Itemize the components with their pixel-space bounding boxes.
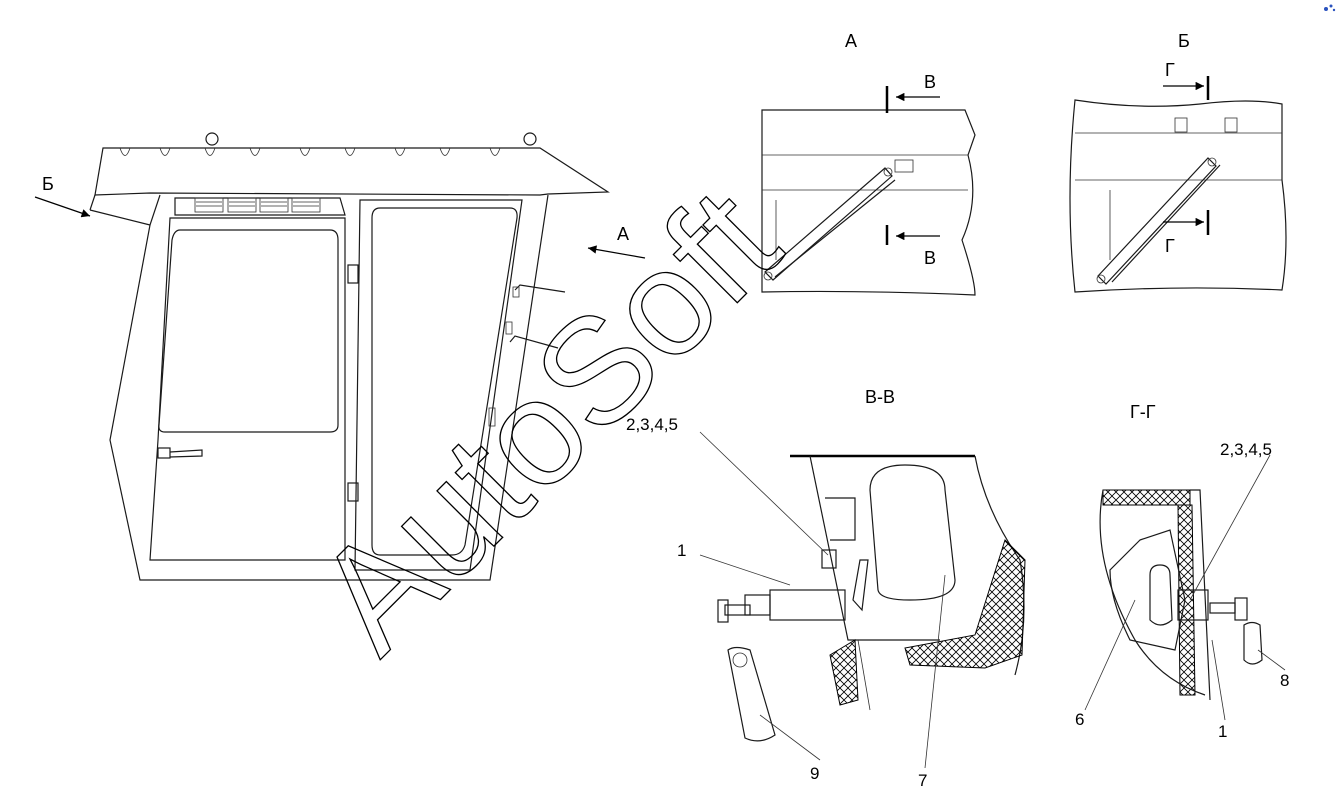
callout-gg-1: 1 [1218, 722, 1227, 741]
view-b-drawing [1069, 76, 1287, 293]
cab-main-view [34, 132, 646, 581]
section-gg-drawing [1084, 454, 1286, 721]
callout-gg-8: 8 [1280, 671, 1289, 690]
section-vv-title: В-В [865, 387, 895, 407]
callout-vv-7: 7 [918, 771, 927, 790]
marker-v-top: В [924, 72, 936, 92]
section-vv-drawing [699, 431, 1026, 769]
callout-gg-6: 6 [1075, 710, 1084, 729]
marker-b-main: Б [42, 174, 54, 194]
callout-vv-2345: 2,3,4,5 [626, 415, 678, 434]
corner-logo-icon [1324, 4, 1336, 12]
view-a-title: А [845, 31, 857, 51]
watermark-text: AutoSoft [284, 157, 810, 683]
view-a-drawing [761, 86, 976, 296]
marker-a-main: А [617, 224, 629, 244]
callout-vv-9: 9 [810, 764, 819, 783]
callout-vv-1: 1 [677, 541, 686, 560]
callout-gg-2345: 2,3,4,5 [1220, 440, 1272, 459]
marker-v-bottom: В [924, 248, 936, 268]
section-gg-title: Г-Г [1130, 402, 1156, 422]
view-b-title: Б [1178, 31, 1190, 51]
marker-g-top: Г [1165, 60, 1175, 80]
marker-g-bottom: Г [1165, 236, 1175, 256]
